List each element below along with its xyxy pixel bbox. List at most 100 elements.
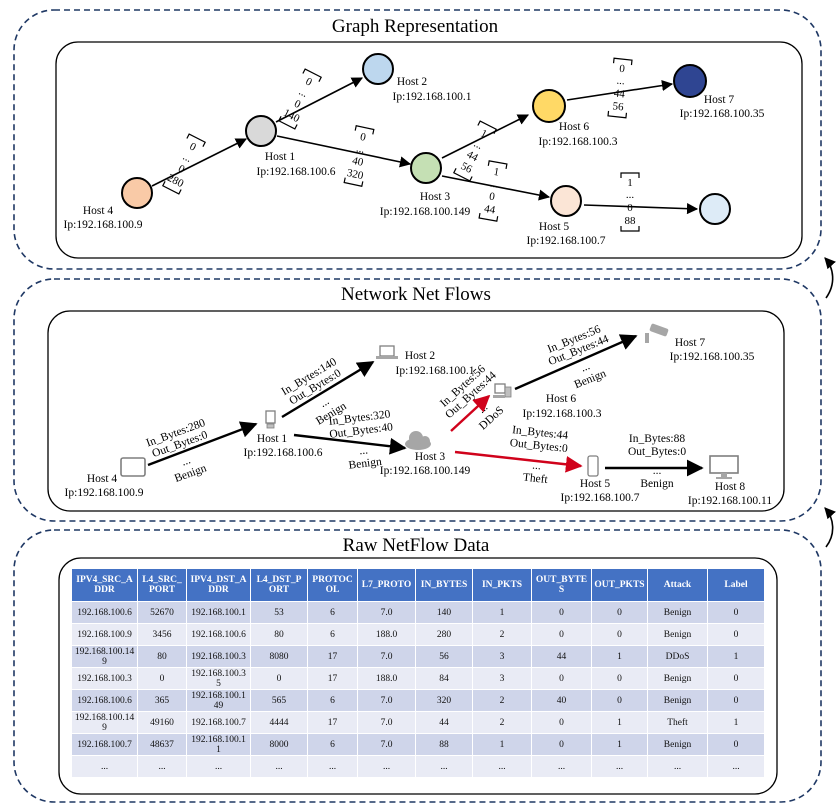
flow-edge-3-6 [450,394,491,432]
table-cell: 2 [472,689,532,712]
table-cell: ... [71,755,138,778]
flow-host6-ip: Ip:192.168.100.3 [523,408,602,420]
table-cell: 192.168.100.35 [186,667,251,690]
table-cell: 0 [591,667,648,690]
graph-node-host2 [362,53,394,85]
table-cell: 4444 [250,711,308,734]
graph-host3-ip: Ip:192.168.100.149 [380,206,471,218]
table-cell: 17 [307,711,358,734]
table-cell: Theft [647,711,708,734]
table-cell: ... [707,755,765,778]
table-cell: 0 [707,689,765,712]
graph-section-inner [55,41,803,259]
table-cell: 0 [707,733,765,756]
raw-section-inner [58,557,778,795]
flow-label-3-5: In_Bytes:44 Out_Bytes:0 ... Theft [509,424,569,486]
transition-arrow-flows-to-graph [824,257,836,299]
graph-host6-name: Host 6 [559,121,590,133]
graph-section-outer [13,9,822,270]
table-cell: 44 [415,711,473,734]
table-cell: 0 [531,667,592,690]
table-cell: 192.168.100.149 [186,689,251,712]
table-cell: 0 [707,667,765,690]
flow-host2-name: Host 2 [405,350,436,362]
flow-host5-name: Host 5 [580,478,611,490]
table-cell: 2 [472,711,532,734]
table-cell: ... [531,755,592,778]
tablet-icon-host4 [120,457,146,477]
table-cell: ... [307,755,358,778]
flow-edge-4-1 [147,421,258,467]
flow-host7-ip: Ip:192.168.100.35 [670,351,755,363]
graph-host4-name: Host 4 [83,205,114,217]
table-cell: 188.0 [357,667,416,690]
vec41-0: 280 [165,172,186,190]
graph-node-host7 [673,64,707,98]
table-cell: 56 [415,645,473,668]
feature-vector-6-7: 56 44 ... 0 [607,57,633,119]
col-in-pkts: IN_PKTS [472,568,532,602]
flows-section-title: Network Net Flows [341,284,491,305]
col-in-bytes: IN_BYTES [415,568,473,602]
table-cell: ... [591,755,648,778]
table-cell: 0 [531,623,592,646]
table-cell: Benign [647,601,708,624]
table-cell: 1 [472,733,532,756]
vec58-3: 1 [627,177,633,189]
flow-host1-name: Host 1 [257,433,288,445]
vec41-1: 0 [176,163,187,176]
flow-host3-name: Host 3 [415,451,446,463]
col-l4-dst-port: L4_DST_PORT [250,568,308,602]
flows-section-inner [47,310,785,512]
flow-host8-name: Host 8 [715,481,746,493]
table-cell: 0 [531,711,592,734]
vec67-3: 0 [619,63,626,76]
table-cell: 80 [250,623,308,646]
graph-edge-1-3 [276,135,412,168]
col-l7-proto: L7_PROTO [357,568,416,602]
table-cell: 0 [591,689,648,712]
table-cell: 17 [307,667,358,690]
table-cell: 192.168.100.6 [186,623,251,646]
vec58-2: ... [626,189,635,201]
flow58-dots: ... [653,465,662,477]
vec58-0: 88 [625,215,637,227]
table-cell: 40 [531,689,592,712]
table-cell: Benign [647,667,708,690]
raw-title-mask [320,532,510,556]
graph-host1-name: Host 1 [265,151,296,163]
graph-edge-6-7 [566,79,674,101]
table-row: .................................... [71,755,765,778]
computer-icon-host1 [265,410,276,429]
table-cell: 44 [531,645,592,668]
flow58-out: Out_Bytes:0 [628,446,686,458]
flow35-dots: ... [532,460,542,473]
table-cell: 8080 [250,645,308,668]
table-cell: DDoS [647,645,708,668]
vec13-3: 0 [359,131,367,144]
graph-host7-name: Host 7 [704,94,735,106]
laptop-icon-host2 [376,345,398,359]
flow-edge-6-7 [514,334,638,391]
col-attack: Attack [647,568,708,602]
table-cell: 6 [307,733,358,756]
graph-host5-ip: Ip:192.168.100.7 [527,235,606,247]
monitor-icon-host8 [709,455,739,479]
table-cell: 7.0 [357,711,416,734]
col-ipv4-src-addr: IPV4_SRC_ADDR [71,568,138,602]
table-cell: 1 [591,711,648,734]
graph-node-host5 [550,185,582,217]
graph-node-host6 [532,89,566,123]
transition-arrow-raw-to-flows [824,507,836,548]
flow-host4-name: Host 4 [87,473,118,485]
table-cell: 7.0 [357,689,416,712]
graph-host6-ip: Ip:192.168.100.3 [539,136,618,148]
table-cell: 6 [307,623,358,646]
table-cell: 84 [415,667,473,690]
col-protocol: PROTOCOL [307,568,358,602]
raw-section-title: Raw NetFlow Data [343,535,490,556]
table-cell: 6 [307,601,358,624]
flow-host4-ip: Ip:192.168.100.9 [65,487,144,499]
flow-host8-ip: Ip:192.168.100.11 [688,495,772,507]
